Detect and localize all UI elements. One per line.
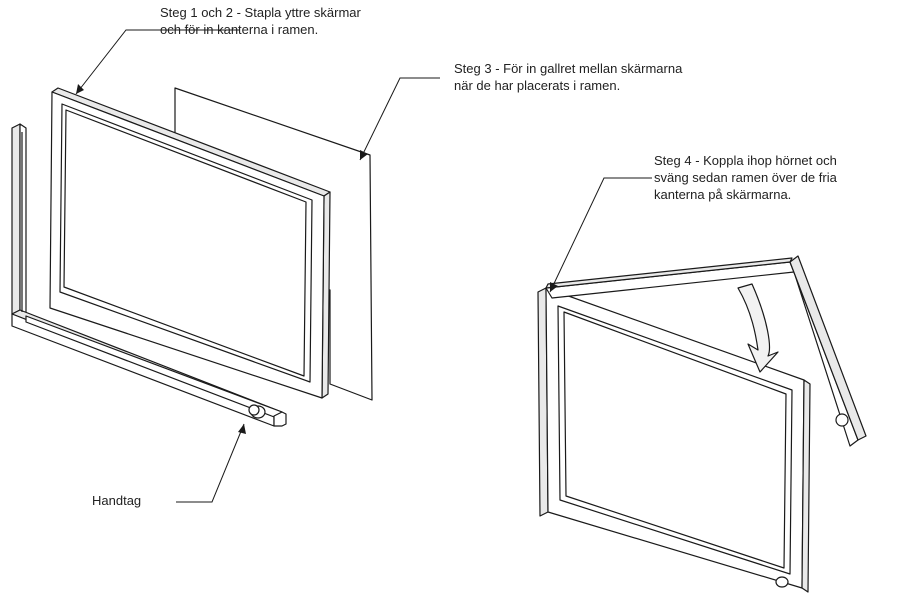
label-step-1-2-line1: Steg 1 och 2 - Stapla yttre skärmar [160,5,361,20]
label-step-4-line1: Steg 4 - Koppla ihop hörnet och [654,153,837,168]
l-frame-piece [11,123,287,427]
handle-knob [248,404,266,419]
label-step-4-line2: sväng sedan ramen över de fria [654,170,837,185]
outer-screen-frame [49,87,331,399]
leader-step3 [359,77,440,161]
label-step-3-line2: när de har placerats i ramen. [454,78,621,93]
label-step-4: Steg 4 - Koppla ihop hörnet och sväng se… [654,152,837,203]
label-handle-text: Handtag [92,493,142,508]
label-step-1-2-line2: och för in kanterna i ramen. [160,22,319,37]
label-step-3: Steg 3 - För in gallret mellan skärmarna… [454,60,682,94]
label-step-3-line1: Steg 3 - För in gallret mellan skärmarna [454,61,683,76]
swinging-frame-bar [545,255,867,447]
swing-direction-arrow [737,283,779,373]
label-step-1-2: Steg 1 och 2 - Stapla yttre skärmar och … [160,4,361,38]
label-step-4-line3: kanterna på skärmarna. [654,187,792,202]
leader-step4 [549,177,652,293]
leader-step12 [75,29,240,95]
assembled-frame [537,287,811,593]
leader-handle [176,423,245,503]
label-handle: Handtag [92,492,141,509]
